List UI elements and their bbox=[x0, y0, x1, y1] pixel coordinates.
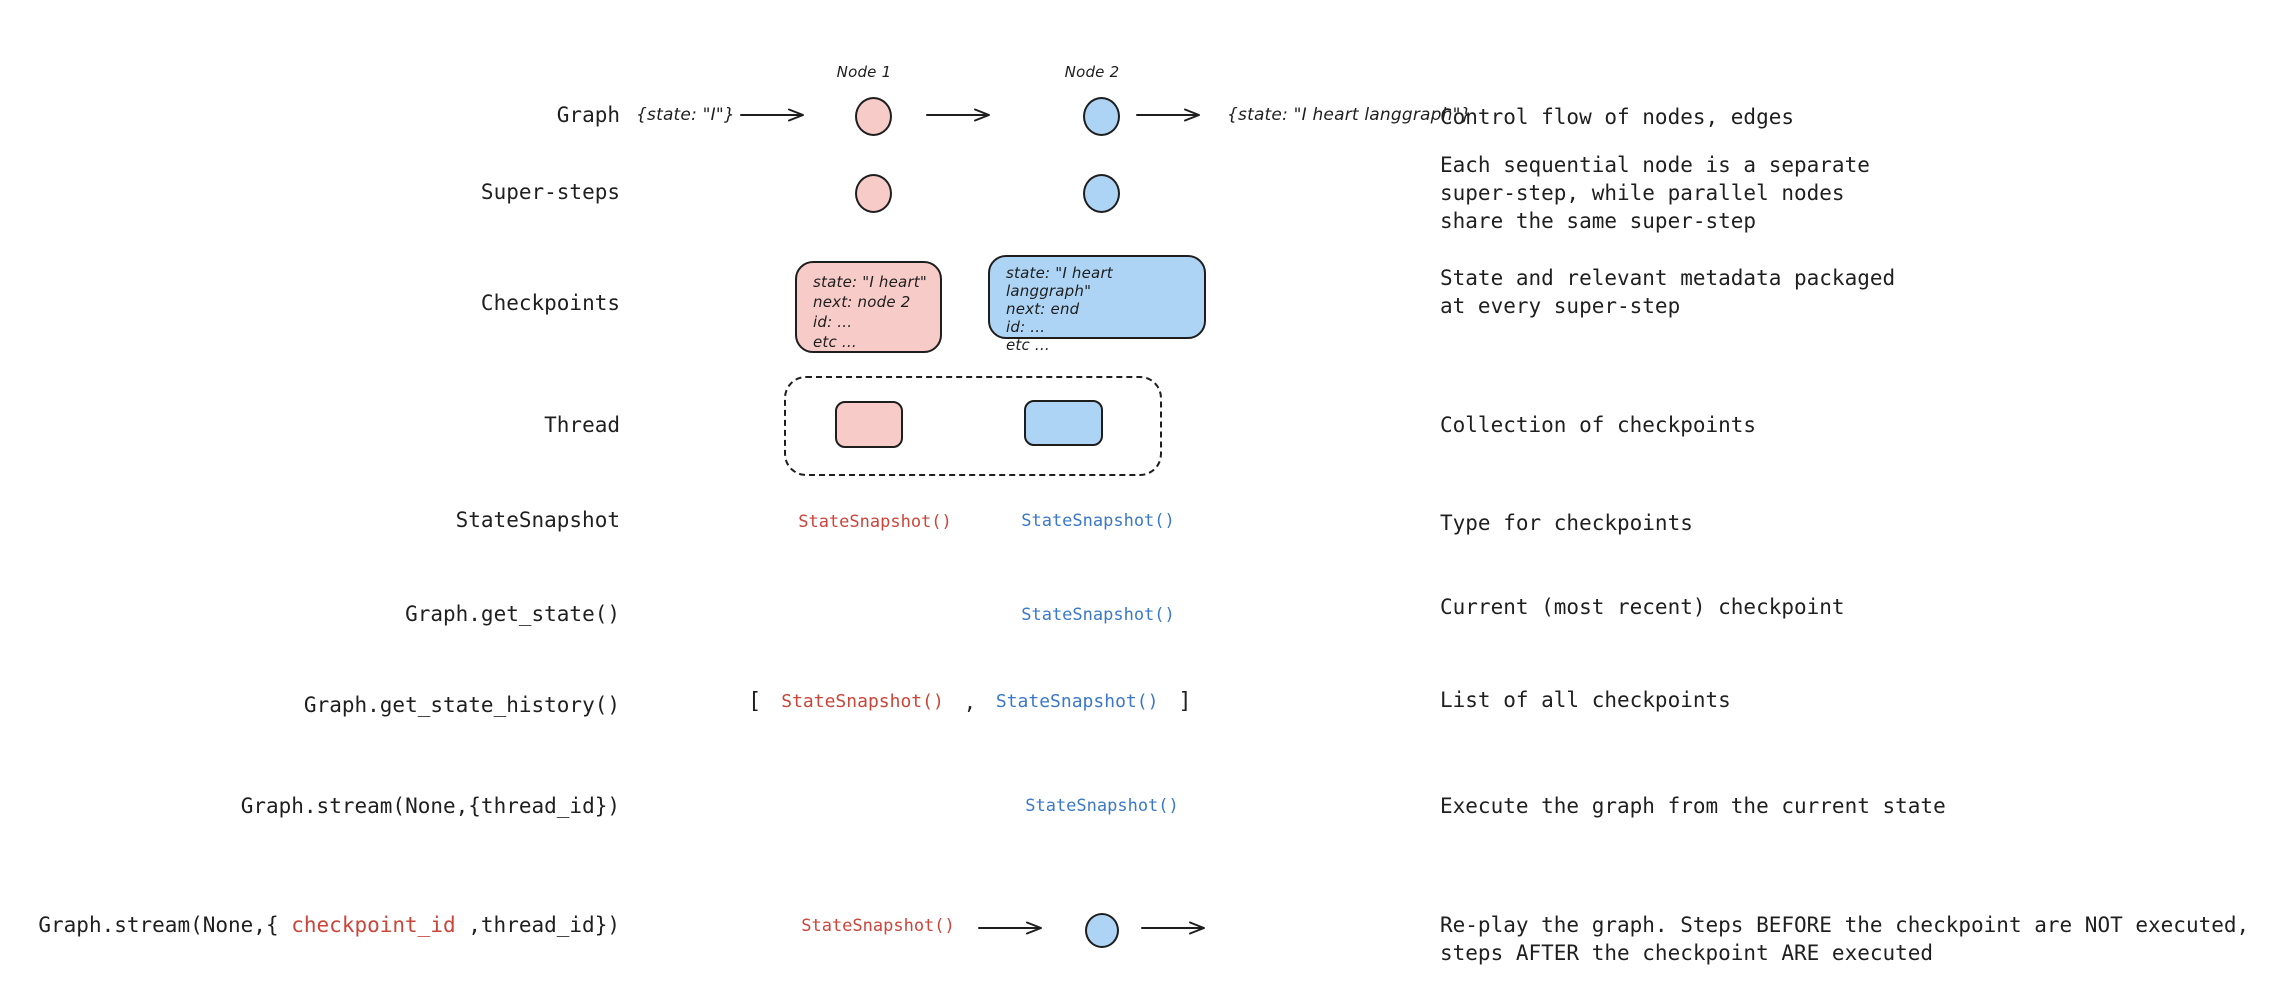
checkpoint-line: etc ... bbox=[813, 333, 857, 351]
bracket-close: ] bbox=[1178, 689, 1192, 714]
node1-label: Node 1 bbox=[836, 63, 892, 81]
node1-circle-pink bbox=[855, 97, 892, 136]
graph-input-state-annotation: {state: "I"} bbox=[636, 105, 735, 125]
arrow-right-icon bbox=[926, 108, 990, 122]
row-label-stream-checkpoint: Graph.stream(None,{ checkpoint_id ,threa… bbox=[0, 911, 620, 939]
comma: , bbox=[963, 690, 976, 714]
row-label-thread: Thread bbox=[544, 413, 620, 437]
checkpoint-line: state: "I heart langgraph" bbox=[1006, 264, 1113, 300]
checkpoint-box-blue: state: "I heart langgraph" next: end id:… bbox=[988, 255, 1206, 354]
history-snapshot-red: StateSnapshot() bbox=[781, 691, 944, 712]
description-stream-checkpoint: Re-play the graph. Steps BEFORE the chec… bbox=[1440, 913, 2250, 965]
description-get-state-history: List of all checkpoints bbox=[1440, 688, 1731, 712]
super-step-circle-pink bbox=[855, 174, 892, 213]
arrow-right-icon bbox=[978, 921, 1042, 935]
checkpoint-line: etc ... bbox=[1006, 336, 1050, 354]
state-snapshot-red: StateSnapshot() bbox=[798, 512, 952, 532]
row-label-get-state-history: Graph.get_state_history() bbox=[303, 693, 620, 717]
description-get-state: Current (most recent) checkpoint bbox=[1440, 595, 1845, 619]
row-label-super-steps: Super-steps bbox=[480, 180, 620, 204]
graph-output-state-annotation: {state: "I heart langgraph"} bbox=[1227, 105, 1472, 125]
checkpoint-box-pink: state: "I heart" next: node 2 id: ... et… bbox=[795, 261, 942, 353]
thread-checkpoint-pink bbox=[835, 401, 903, 448]
thread-checkpoint-blue bbox=[1024, 400, 1103, 446]
arrow-right-icon bbox=[1141, 921, 1205, 935]
super-step-circle-blue bbox=[1083, 174, 1120, 213]
description-thread: Collection of checkpoints bbox=[1440, 413, 1757, 437]
checkpoint-line: id: ... bbox=[813, 313, 853, 331]
arrow-right-icon bbox=[740, 108, 804, 122]
bracket-open: [ bbox=[748, 689, 762, 714]
row-label-checkpoints: Checkpoints bbox=[480, 291, 620, 315]
checkpoint-line: state: "I heart" bbox=[813, 273, 927, 291]
state-snapshot-blue: StateSnapshot() bbox=[1021, 511, 1175, 531]
description-checkpoints: State and relevant metadata packaged at … bbox=[1440, 266, 1896, 318]
description-graph: Control flow of nodes, edges bbox=[1440, 105, 1795, 129]
thread-dashed-container bbox=[784, 376, 1162, 476]
replay-node-circle-blue bbox=[1085, 913, 1119, 948]
snapshot-list: [ StateSnapshot() , StateSnapshot() ] bbox=[748, 689, 1192, 715]
node2-label: Node 2 bbox=[1064, 63, 1120, 81]
row-label-state-snapshot: StateSnapshot bbox=[455, 508, 620, 532]
label-suffix: ,thread_id}) bbox=[455, 913, 620, 937]
stream-snapshot-blue: StateSnapshot() bbox=[1025, 796, 1179, 816]
row-label-stream-thread: Graph.stream(None,{thread_id}) bbox=[240, 794, 620, 818]
description-stream-thread: Execute the graph from the current state bbox=[1440, 794, 1946, 818]
description-super-steps: Each sequential node is a separate super… bbox=[1440, 153, 1870, 233]
label-checkpoint-id-highlight: checkpoint_id bbox=[291, 913, 456, 937]
get-state-snapshot-blue: StateSnapshot() bbox=[1021, 605, 1175, 625]
node2-circle-blue bbox=[1083, 97, 1120, 136]
row-label-get-state: Graph.get_state() bbox=[405, 602, 620, 626]
row-label-graph: Graph bbox=[556, 103, 620, 127]
checkpoint-line: next: node 2 bbox=[813, 293, 911, 311]
description-state-snapshot: Type for checkpoints bbox=[1440, 511, 1693, 535]
checkpoint-line: next: end bbox=[1006, 300, 1080, 318]
history-snapshot-blue: StateSnapshot() bbox=[995, 691, 1159, 712]
arrow-right-icon bbox=[1136, 108, 1200, 122]
checkpoint-line: id: ... bbox=[1006, 318, 1046, 336]
replay-snapshot-red: StateSnapshot() bbox=[801, 916, 955, 936]
label-prefix: Graph.stream(None,{ bbox=[38, 913, 292, 937]
